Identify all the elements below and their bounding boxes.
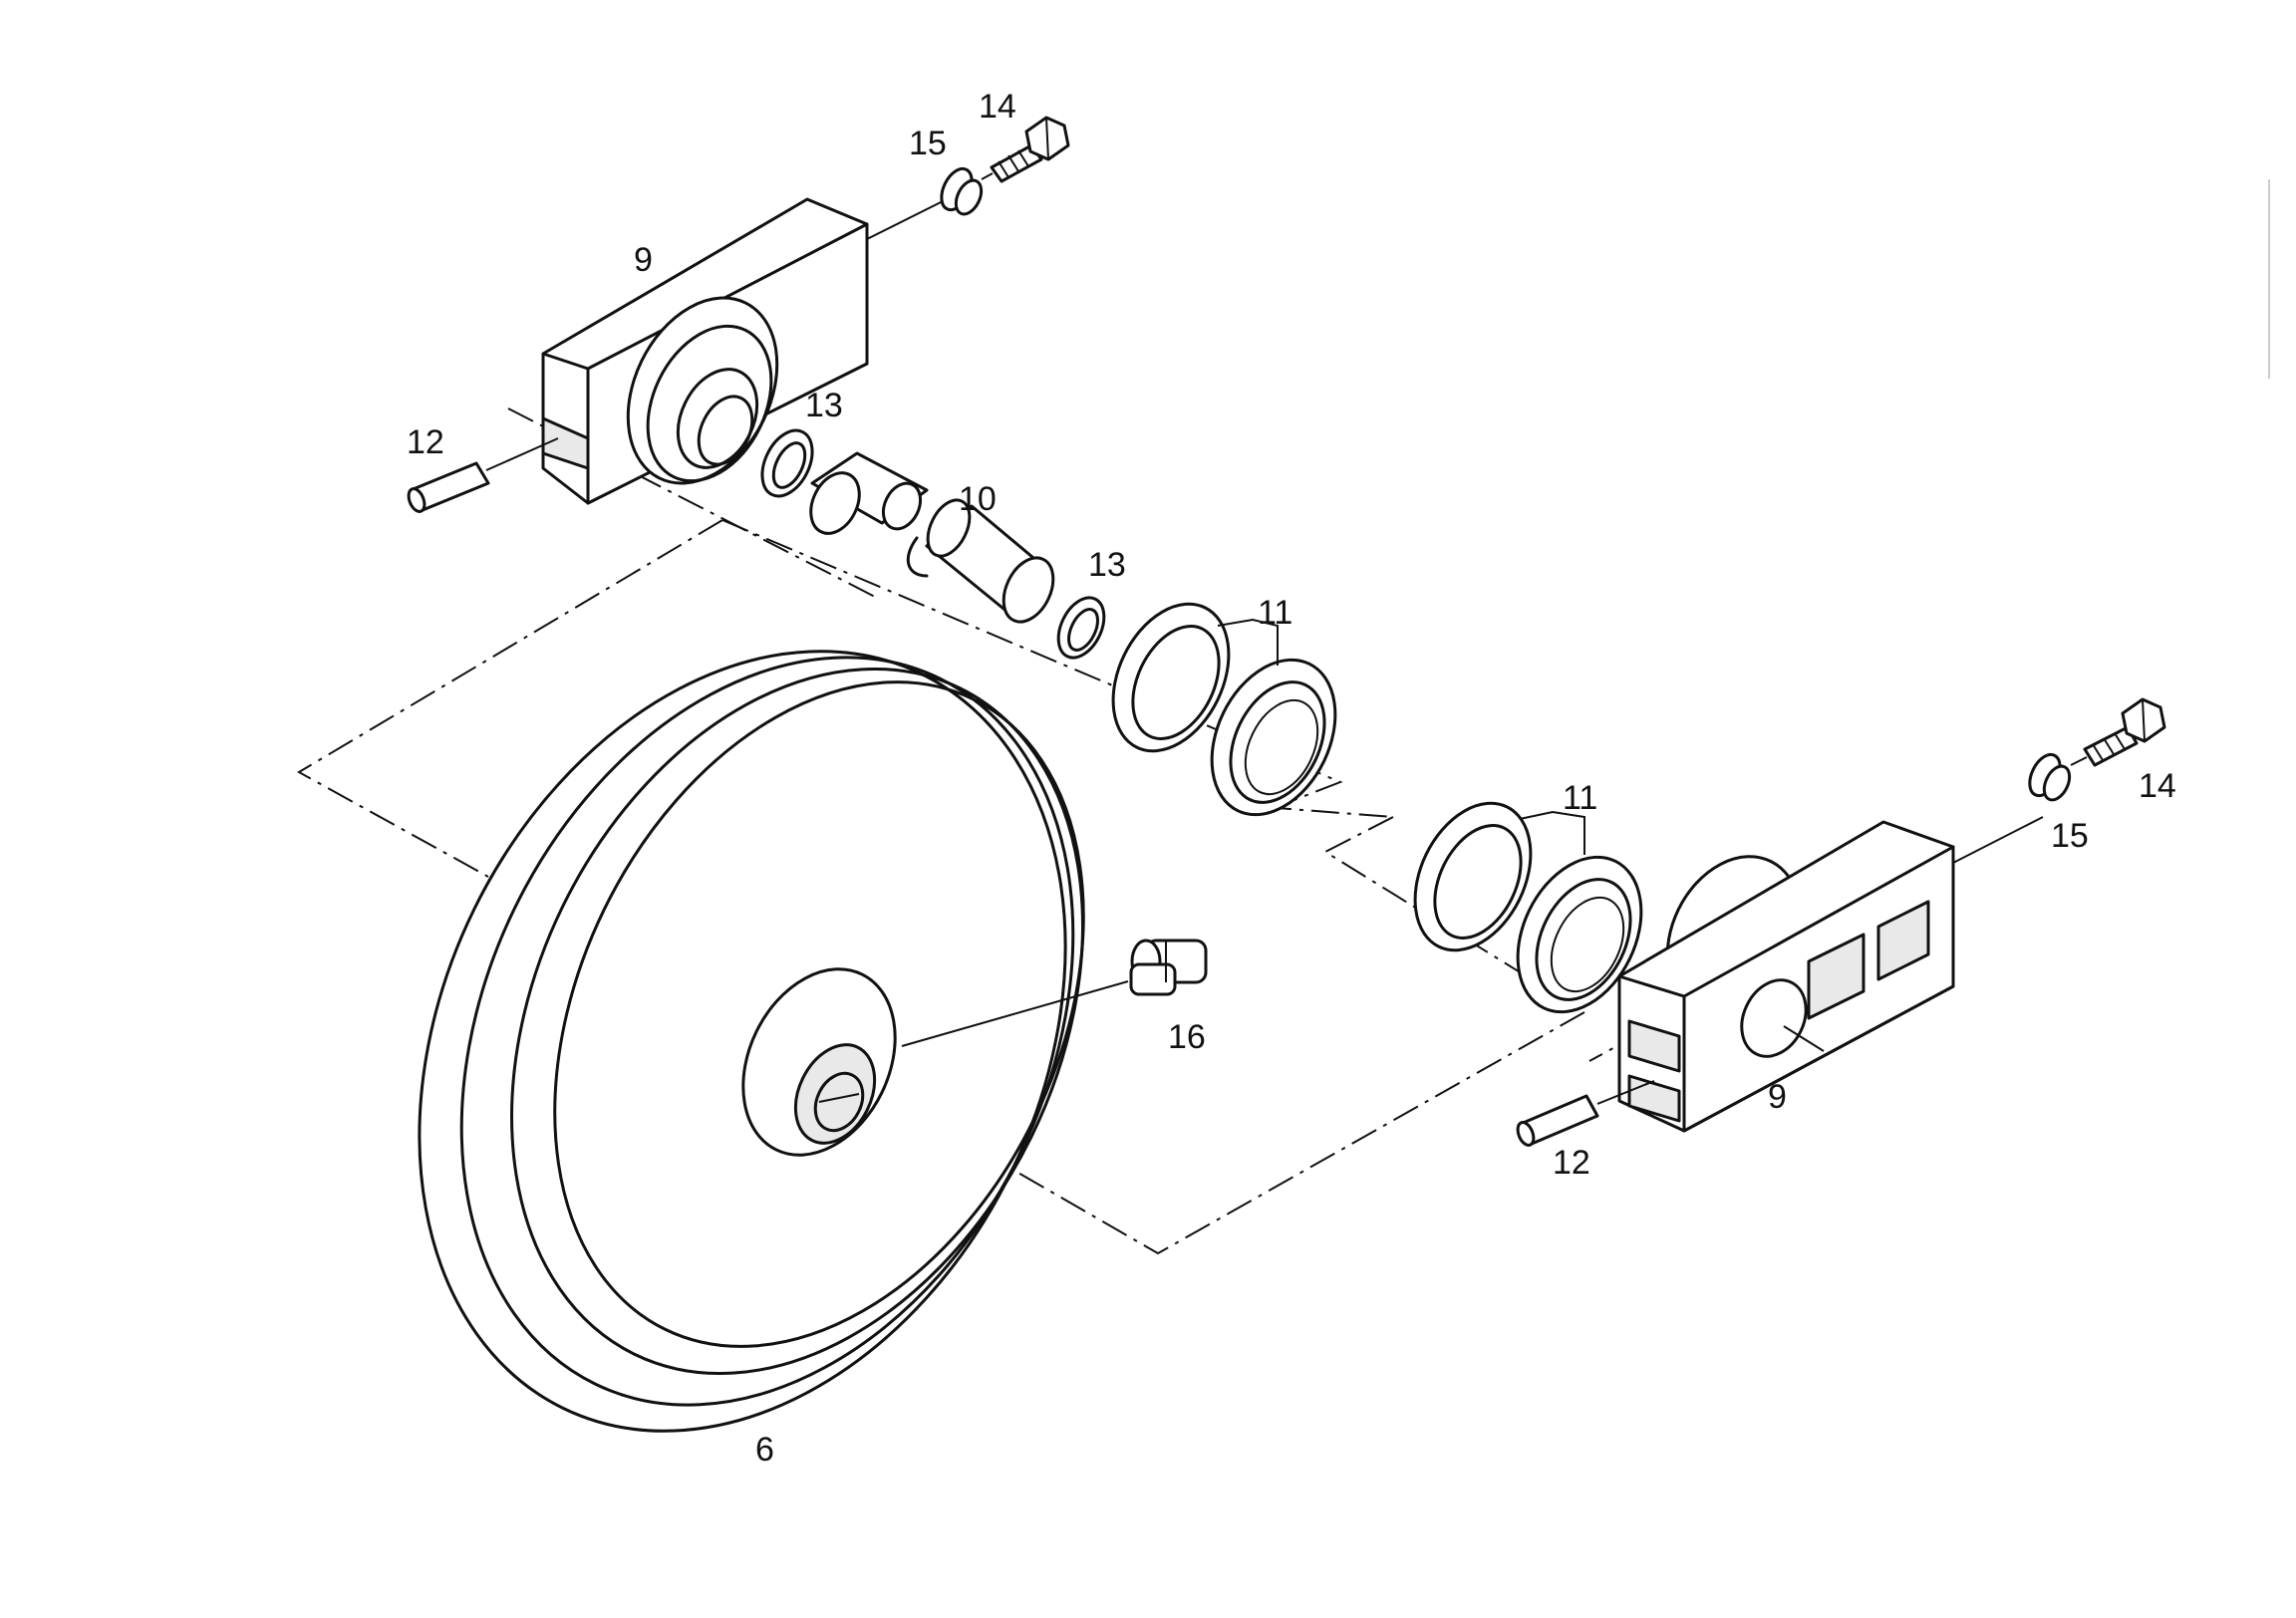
- floating-seal-pair-upper: [1111, 602, 1337, 817]
- seal-ring-middle: [1056, 596, 1106, 660]
- callout-14-right: 14: [2139, 767, 2176, 805]
- plug: [901, 939, 1208, 1047]
- callout-14-top: 14: [979, 88, 1016, 126]
- callout-16: 16: [1168, 1018, 1206, 1056]
- callout-12-right: 12: [1553, 1144, 1590, 1182]
- callout-12-left: 12: [407, 423, 444, 461]
- roll-pin-right: [1516, 1080, 1655, 1147]
- callout-15-right: 15: [2051, 817, 2089, 855]
- callout-9-right: 9: [1768, 1078, 1787, 1116]
- floating-seal-pair-lower: [1413, 801, 1643, 1014]
- callout-10: 10: [959, 480, 997, 518]
- callout-9-top: 9: [634, 241, 653, 279]
- callout-13-mid: 13: [1088, 546, 1126, 584]
- bearing-bracket-left: [541, 188, 968, 505]
- seal-ring-top: [760, 428, 814, 498]
- roll-pin-left: [407, 437, 559, 513]
- callout-11-top: 11: [1258, 594, 1292, 632]
- callout-15-top: 15: [909, 125, 947, 162]
- idler-wheel: [418, 650, 1085, 1433]
- callout-11-right: 11: [1563, 779, 1597, 817]
- bearing-bracket-right: [1617, 816, 2044, 1133]
- bolt-right: [2070, 697, 2166, 767]
- callout-labels: 6 9 9 10 11 11 12 12 13 13 14 14 15 15 1…: [407, 88, 2176, 1469]
- callout-6: 6: [755, 1431, 774, 1469]
- lock-washer-right: [2028, 752, 2072, 802]
- callout-13-top: 13: [805, 387, 843, 424]
- shaft-bushing: [809, 451, 1055, 624]
- bolt-top: [981, 116, 1070, 183]
- lock-washer-top: [940, 166, 984, 216]
